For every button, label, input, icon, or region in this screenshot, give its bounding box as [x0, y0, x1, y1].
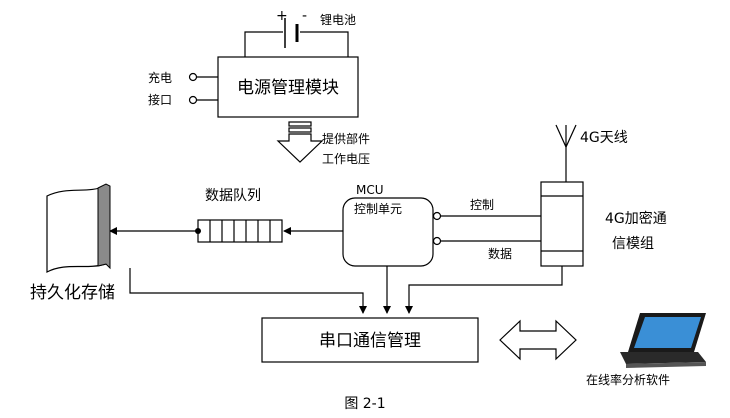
control-label: 控制: [470, 198, 494, 212]
storage-to-serial-arrow: [129, 268, 367, 314]
module-4g-line2: 信模组: [612, 236, 654, 252]
data-queue-label: 数据队列: [205, 188, 261, 204]
mcu-pin-data: [432, 236, 442, 246]
charge-pin-bottom: [188, 95, 198, 105]
mcu: MCU 控制单元: [342, 183, 442, 267]
bidirectional-arrow: [499, 319, 577, 361]
signal-lines: 控制 数据: [441, 198, 541, 261]
battery-plus-sign: +: [276, 8, 288, 24]
battery-label: 锂电池: [320, 12, 356, 27]
antenna: 4G天线: [555, 124, 628, 182]
storage: 持久化存储: [30, 183, 115, 303]
serial-connections: [129, 266, 563, 314]
supply-voltage-line2: 工作电压: [322, 152, 370, 166]
module-4g-line1: 4G加密通: [605, 210, 667, 227]
storage-label: 持久化存储: [30, 283, 115, 303]
data-label: 数据: [488, 246, 512, 261]
laptop-icon: [620, 313, 706, 368]
power-module: 电源管理模块: [217, 56, 359, 118]
supply-voltage-line1: 提供部件: [322, 131, 370, 146]
serial-manager-label: 串口通信管理: [319, 331, 421, 351]
power-module-label: 电源管理模块: [237, 78, 339, 98]
mcu-title: MCU: [356, 183, 384, 197]
charge-pin-top: [188, 72, 198, 82]
software-label: 在线率分析软件: [586, 372, 670, 387]
mcu-subtitle: 控制单元: [354, 202, 402, 216]
antenna-icon: [555, 124, 577, 149]
charge-port-line2: 接口: [148, 92, 172, 107]
module-to-serial-arrow: [405, 266, 563, 314]
charge-port: 充电 接口: [148, 70, 218, 107]
charge-port-line1: 充电: [148, 70, 172, 85]
data-queue: 数据队列: [195, 188, 283, 243]
figure-caption: 图 2-1: [344, 396, 385, 412]
battery-minus-sign: -: [302, 8, 307, 24]
battery-wire-left: [244, 31, 283, 57]
antenna-label: 4G天线: [580, 130, 628, 146]
serial-manager: 串口通信管理: [261, 317, 479, 363]
battery-wire-right: [300, 31, 349, 57]
battery-circuit: + - 锂电池: [244, 8, 356, 57]
mcu-pin-control: [432, 211, 442, 221]
supply-voltage-arrow: 提供部件 工作电压: [276, 121, 370, 166]
module-4g: 4G加密通 信模组: [540, 181, 667, 267]
